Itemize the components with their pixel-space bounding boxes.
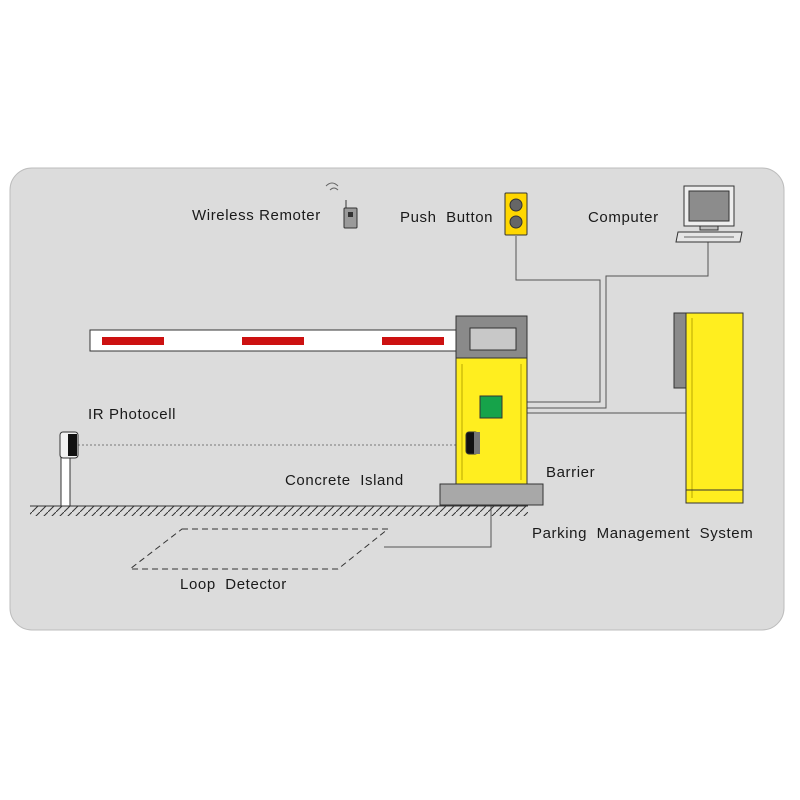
loop-detector-outline <box>128 528 390 570</box>
label-loop-detector: Loop Detector <box>180 576 287 593</box>
computer-wire <box>504 242 709 409</box>
ir-photocell-icon <box>465 431 480 455</box>
label-concrete-island: Concrete Island <box>285 472 404 489</box>
push-button-box-icon <box>504 192 528 236</box>
label-barrier: Barrier <box>546 464 595 481</box>
label-computer: Computer <box>588 209 659 226</box>
label-push-button: Push Button <box>400 209 493 226</box>
computer-monitor-icon <box>675 185 743 243</box>
barrier-arm <box>89 329 511 352</box>
label-wireless-remoter: Wireless Remoter <box>192 207 321 224</box>
parking-management-cabinet <box>673 312 744 504</box>
arm-stripe <box>242 337 304 345</box>
controller-board <box>479 395 503 419</box>
remote-control-icon <box>325 182 358 229</box>
label-ir-photocell: IR Photocell <box>88 406 176 423</box>
ground <box>30 505 528 516</box>
ir-photocell-icon <box>59 431 79 507</box>
arm-stripe <box>102 337 164 345</box>
arm-stripe <box>382 337 444 345</box>
diagram-panel <box>9 167 785 631</box>
concrete-island <box>439 483 544 506</box>
push-button-wire <box>504 236 601 403</box>
barrier-cabinet <box>455 315 528 486</box>
label-parking-management-system: Parking Management System <box>532 525 753 542</box>
